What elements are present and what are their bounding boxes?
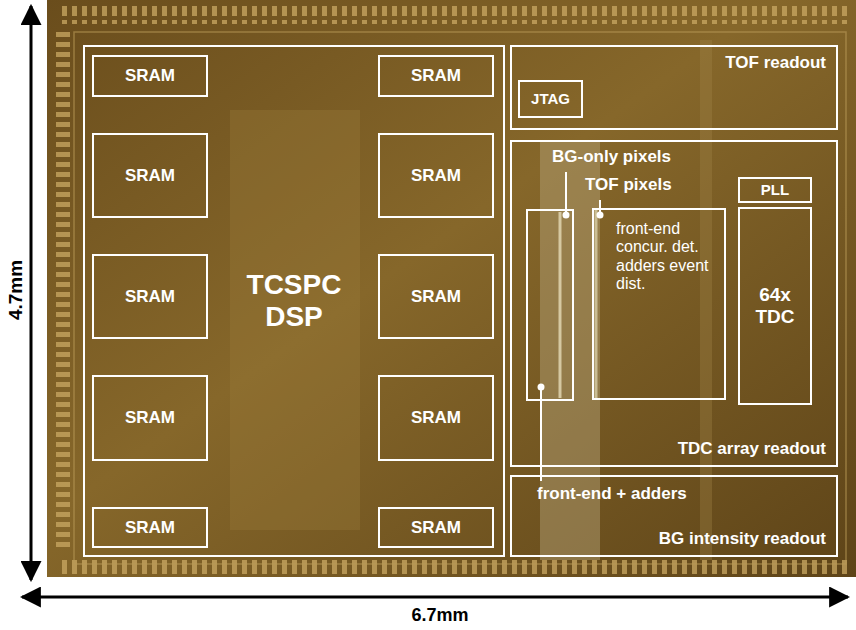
bond-pads-top bbox=[60, 6, 850, 24]
chip-block: SRAM SRAM SRAM SRAM SRAM SRAM SRAM SRAM SRAM SRAM… bbox=[83, 45, 505, 557]
bg-pixel-line bbox=[559, 212, 562, 398]
chip-block: PLL bbox=[738, 177, 812, 203]
part-label: BG-only pixels bbox=[552, 148, 671, 167]
chip-block: SRAM bbox=[92, 133, 208, 218]
chip-block: SRAM bbox=[92, 375, 208, 461]
tof-pixel-line bbox=[595, 210, 598, 398]
chip-block: SRAM bbox=[378, 254, 494, 339]
block-label: TCSPC DSP bbox=[234, 269, 354, 333]
chip-block: JTAG bbox=[518, 80, 583, 118]
chip-block: SRAM bbox=[378, 375, 494, 461]
chip-block: SRAM bbox=[92, 507, 208, 548]
block-label: SRAM bbox=[411, 518, 461, 538]
block-label: PLL bbox=[761, 181, 789, 198]
logic-texture bbox=[230, 110, 360, 530]
block-label: SRAM bbox=[125, 518, 175, 538]
leader-dot bbox=[563, 212, 570, 219]
block-label: SRAM bbox=[125, 166, 175, 186]
block-label: SRAM bbox=[125, 287, 175, 307]
chip-block: 64x TDC bbox=[738, 207, 812, 405]
chip-block: JTAG TOF readout bbox=[510, 45, 838, 130]
chip-block: front-end concur. det. adders event dist… bbox=[510, 140, 838, 467]
block-label: SRAM bbox=[125, 66, 175, 86]
chip-block: front-end concur. det. adders event dist… bbox=[592, 208, 726, 400]
block-label: SRAM bbox=[411, 408, 461, 428]
leader-dot bbox=[597, 212, 604, 219]
dimension-arrow bbox=[22, 596, 848, 599]
bond-pads-bottom bbox=[60, 556, 850, 574]
block-label: JTAG bbox=[531, 90, 570, 107]
block-label: front-end concur. det. adders event dist… bbox=[616, 220, 718, 294]
dimension-arrow bbox=[30, 6, 33, 580]
seal-ring bbox=[74, 32, 846, 564]
chip-block: SRAM bbox=[92, 254, 208, 339]
block-label: TOF readout bbox=[725, 53, 826, 73]
block-label: TDC array readout bbox=[678, 439, 826, 459]
block-label: SRAM bbox=[411, 287, 461, 307]
part-label: TOF pixels bbox=[585, 176, 672, 195]
bond-pads-left bbox=[52, 30, 70, 550]
block-label: SRAM bbox=[411, 166, 461, 186]
block-label: SRAM bbox=[411, 66, 461, 86]
block-label: BG intensity readout bbox=[659, 529, 826, 549]
chip-block: SRAM bbox=[378, 133, 494, 218]
block-label: SRAM bbox=[125, 408, 175, 428]
routing-strip bbox=[700, 40, 712, 560]
chip-block: SRAM bbox=[378, 507, 494, 548]
part-label: front-end + adders bbox=[537, 485, 687, 504]
leader-line bbox=[565, 172, 567, 215]
dimension-label: 6.7mm bbox=[411, 606, 468, 626]
dimension-label: 4.7mm bbox=[6, 260, 27, 320]
block-label: 64x TDC bbox=[745, 284, 805, 328]
die-substrate bbox=[47, 0, 856, 577]
chip-block: SRAM bbox=[92, 55, 208, 97]
bg-pixel-box bbox=[527, 210, 573, 400]
leader-dot bbox=[538, 384, 545, 391]
chip-block: SRAM bbox=[378, 55, 494, 97]
